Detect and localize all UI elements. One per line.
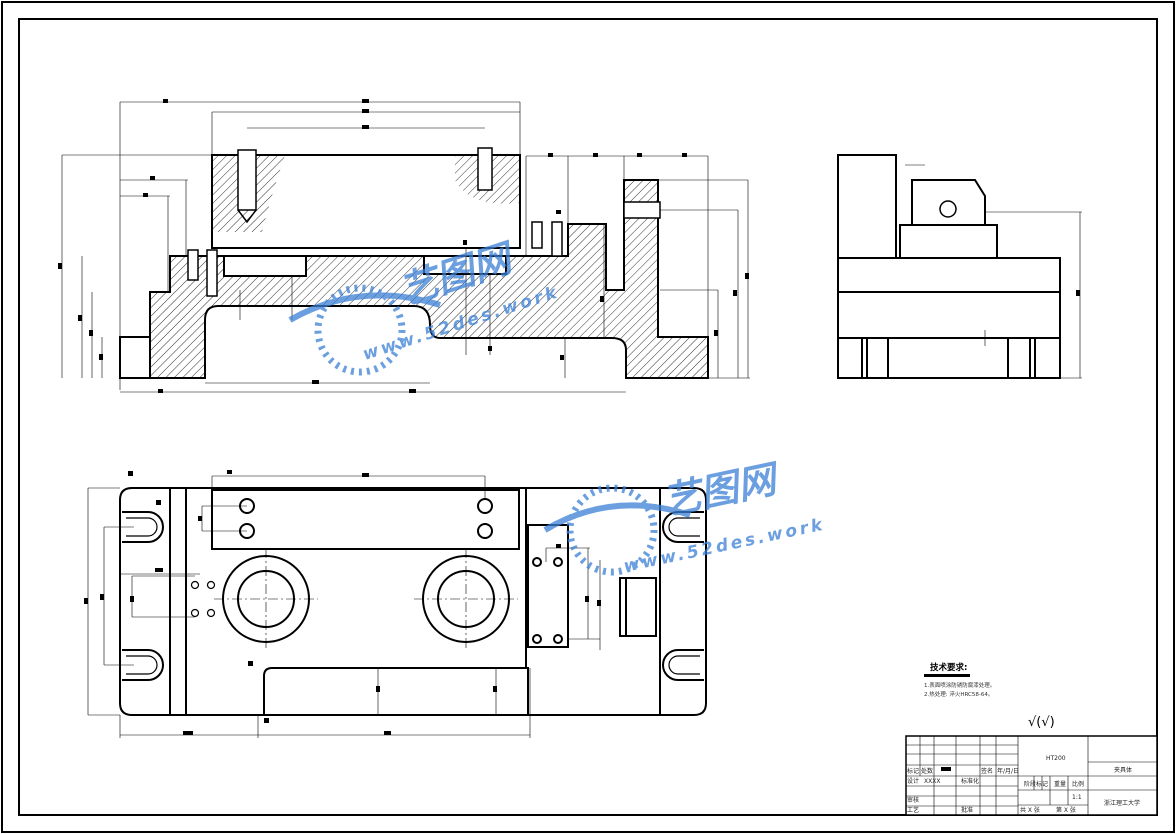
notes-underline bbox=[924, 674, 970, 677]
post-left-a bbox=[187, 249, 199, 281]
tb-review-label: 审核 bbox=[907, 796, 919, 804]
tb-design-value: XXXX bbox=[924, 778, 940, 785]
pad-right bbox=[423, 255, 507, 275]
tb-standard-label: 标准化 bbox=[961, 777, 979, 785]
side-view bbox=[837, 154, 1082, 379]
tb-design-label: 设计 bbox=[907, 777, 919, 785]
technical-notes: 技术要求: 1.表面喷涂防锈防腐漆处理。 2.热处理: 淬火HRC58-64。 bbox=[924, 662, 995, 698]
watermark-swoosh bbox=[543, 502, 691, 533]
front-dim-marks bbox=[58, 99, 749, 393]
tb-school: 浙江理工大学 bbox=[1104, 799, 1140, 807]
inner-border bbox=[18, 18, 1158, 816]
base-section bbox=[149, 179, 709, 379]
tb-redacted-mark bbox=[941, 767, 951, 771]
tb-part-name: 夹具体 bbox=[1114, 766, 1132, 774]
tb-date-label: 年/月/日 bbox=[997, 767, 1019, 775]
tb-weight-label: 重量 bbox=[1054, 780, 1066, 788]
post-right-b bbox=[551, 221, 563, 257]
tb-process-label: 工艺 bbox=[907, 806, 919, 814]
left-foot bbox=[119, 336, 151, 379]
watermark-globe bbox=[566, 484, 658, 576]
tb-signature-label: 签名 bbox=[981, 767, 993, 775]
tb-material: HT200 bbox=[1046, 755, 1066, 762]
top-view bbox=[84, 470, 707, 738]
tb-scale-label: 比例 bbox=[1072, 780, 1084, 788]
roughness-symbol: √(√) bbox=[1028, 715, 1055, 730]
bolt-left bbox=[237, 149, 257, 211]
front-section-view bbox=[58, 99, 750, 393]
tb-count-label: 处数 bbox=[921, 767, 933, 775]
bolt-left-tip bbox=[237, 209, 257, 224]
watermark-brand: 艺图网 bbox=[659, 456, 785, 524]
tb-sheet-total: 共 X 张 bbox=[1020, 806, 1040, 814]
tb-approve-label: 批准 bbox=[961, 806, 973, 814]
notes-heading: 技术要求: bbox=[930, 662, 967, 673]
tb-sheet-num: 第 X 张 bbox=[1056, 806, 1076, 814]
notes-line-1: 1.表面喷涂防锈防腐漆处理。 bbox=[924, 681, 995, 689]
post-right-a bbox=[531, 221, 543, 249]
watermark-swoosh bbox=[288, 292, 441, 323]
notes-line-2: 2.热处理: 淬火HRC58-64。 bbox=[924, 690, 993, 698]
post-left-b bbox=[206, 249, 218, 297]
tb-stage-label: 阶段标记 bbox=[1024, 780, 1048, 788]
watermark-globe bbox=[314, 284, 406, 376]
right-slot bbox=[623, 201, 661, 219]
bolt-right bbox=[477, 147, 493, 191]
tb-scale-value: 1:1 bbox=[1072, 794, 1082, 801]
tb-mark-label: 标记 bbox=[907, 767, 919, 775]
pad-left bbox=[223, 255, 307, 277]
title-block: HT200 夹具体 标记 处数 签名 年/月/日 阶段标记 重量 比例 1:1 … bbox=[905, 735, 1158, 816]
